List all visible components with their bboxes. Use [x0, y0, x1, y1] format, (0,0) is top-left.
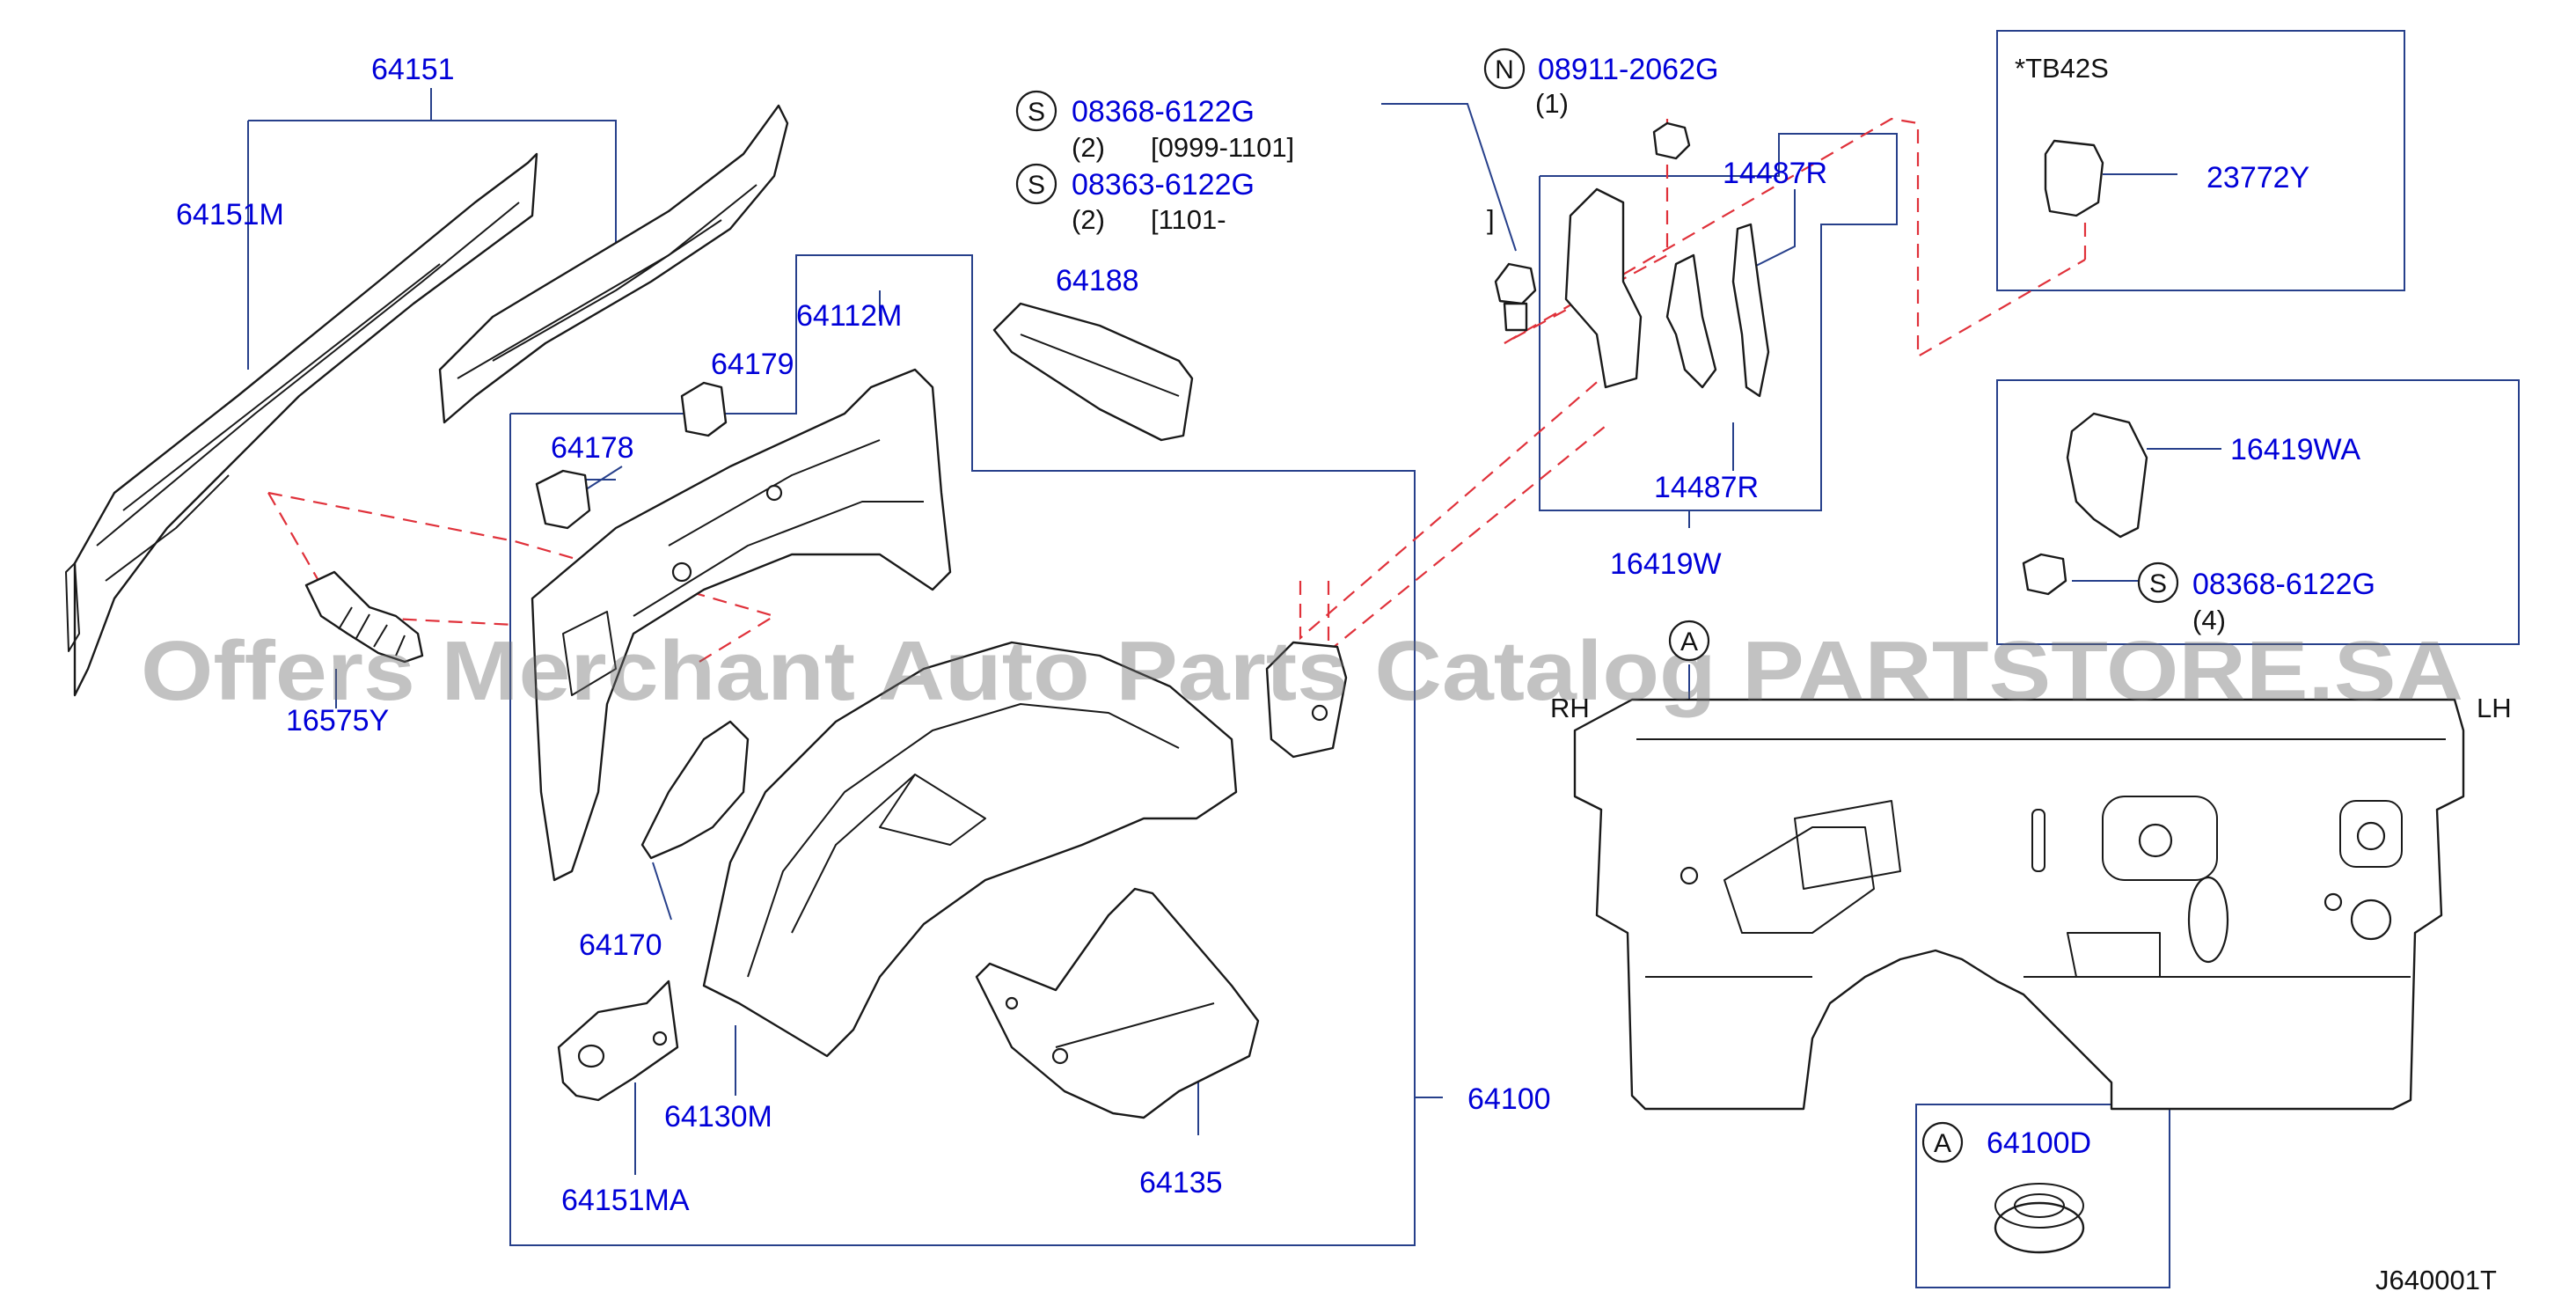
- part-label-64130M[interactable]: 64130M: [664, 1100, 772, 1134]
- watermark-text: Offers Merchant Auto Parts Catalog PARTS…: [141, 624, 2463, 718]
- part-label-16575Y[interactable]: 16575Y: [286, 704, 389, 737]
- range-note-2-close: ]: [1487, 204, 1495, 235]
- spring-16575Y: [304, 570, 424, 664]
- part-label-64151[interactable]: 64151: [371, 53, 455, 86]
- svg-text:N: N: [1495, 55, 1514, 84]
- part-label-08368-6122G-2[interactable]: 08368-6122G: [2192, 568, 2375, 601]
- s-symbol-3: S: [2137, 561, 2179, 604]
- a-symbol-1: A: [1668, 620, 1710, 662]
- box-64100: [509, 254, 1416, 1246]
- part-label-14487R-upper[interactable]: 14487R: [1723, 157, 1827, 190]
- box-tb42s: [1996, 30, 2405, 291]
- svg-text:A: A: [1934, 1129, 1951, 1158]
- qty-note-2b: (2): [1072, 204, 1105, 235]
- svg-text:A: A: [1680, 627, 1698, 657]
- side-label-rh: RH: [1550, 693, 1590, 723]
- wheelhouse-64130M: [702, 641, 1238, 1058]
- part-label-16419WA[interactable]: 16419WA: [2230, 433, 2360, 466]
- a-symbol-2: A: [1921, 1121, 1964, 1163]
- bracket-23772Y: [2044, 139, 2104, 217]
- bracket-center: [1265, 641, 1348, 759]
- part-label-08911-2062G[interactable]: 08911-2062G: [1538, 53, 1718, 86]
- part-label-64179[interactable]: 64179: [711, 348, 794, 381]
- n-symbol: N: [1483, 48, 1526, 90]
- part-label-64151M[interactable]: 64151M: [176, 198, 284, 231]
- svg-text:S: S: [1028, 171, 1045, 200]
- symbol-markers: S S N S A A: [1015, 48, 2179, 1163]
- part-label-64135[interactable]: 64135: [1139, 1166, 1223, 1200]
- s-symbol-1: S: [1015, 90, 1057, 132]
- part-label-23772Y[interactable]: 23772Y: [2206, 161, 2309, 194]
- range-note-2: [1101-: [1151, 204, 1226, 235]
- range-note-1: [0999-1101]: [1151, 132, 1294, 163]
- group-boxes: [509, 30, 2520, 1288]
- bracket-group-16419W: [1564, 187, 1770, 398]
- bracket-64188: [992, 302, 1194, 442]
- qty-note-4: (4): [2192, 605, 2226, 635]
- part-labels: 64151 64151M 16575Y 64112M 64179 64178 6…: [176, 53, 2375, 1217]
- part-label-64100[interactable]: 64100: [1467, 1082, 1551, 1116]
- part-label-08363-6122G[interactable]: 08363-6122G: [1072, 168, 1255, 202]
- part-label-64178[interactable]: 64178: [551, 431, 634, 465]
- side-panel-64112M: [531, 368, 952, 882]
- cowl-panel-upper: [438, 104, 789, 424]
- bracket-16419WA: [2022, 412, 2148, 596]
- part-label-14487R-lower[interactable]: 14487R: [1654, 471, 1759, 504]
- nut-08368: [1652, 121, 1691, 160]
- dash-panel-64100: [1573, 698, 2465, 1111]
- svg-text:S: S: [2149, 569, 2167, 598]
- bolt-08911: [1494, 262, 1537, 332]
- box-64100D: [1915, 1104, 2170, 1288]
- box-16419WA: [1996, 379, 2520, 645]
- part-label-64151MA[interactable]: 64151MA: [561, 1184, 690, 1217]
- bracket-64178: [535, 469, 591, 530]
- box-16419W: [1539, 133, 1898, 511]
- part-label-64188[interactable]: 64188: [1056, 264, 1139, 297]
- bracket-64179: [680, 381, 728, 437]
- part-label-64100D[interactable]: 64100D: [1987, 1126, 2091, 1160]
- bracket-64151MA: [557, 980, 679, 1102]
- qty-note-1: (1): [1535, 88, 1569, 119]
- side-label-lh: LH: [2477, 693, 2512, 723]
- svg-text:S: S: [1028, 98, 1045, 127]
- notes: (2) [0999-1101] (2) [1101- ] (1) (4) *TB…: [1072, 53, 2512, 1295]
- part-label-08368-6122G-1[interactable]: 08368-6122G: [1072, 95, 1255, 128]
- grommet-64100D: [1994, 1183, 2085, 1254]
- part-label-64170[interactable]: 64170: [579, 928, 662, 962]
- qty-note-2a: (2): [1072, 132, 1105, 163]
- engine-note-tb42s: *TB42S: [2015, 53, 2109, 84]
- cowl-panel-64151M: [65, 152, 538, 697]
- bracket-64135: [975, 887, 1260, 1119]
- bracket-64170: [640, 720, 750, 860]
- diagram-code: J640001T: [2375, 1265, 2497, 1295]
- part-label-16419W[interactable]: 16419W: [1610, 547, 1722, 581]
- part-label-64112M[interactable]: 64112M: [796, 299, 902, 333]
- s-symbol-2: S: [1015, 163, 1057, 205]
